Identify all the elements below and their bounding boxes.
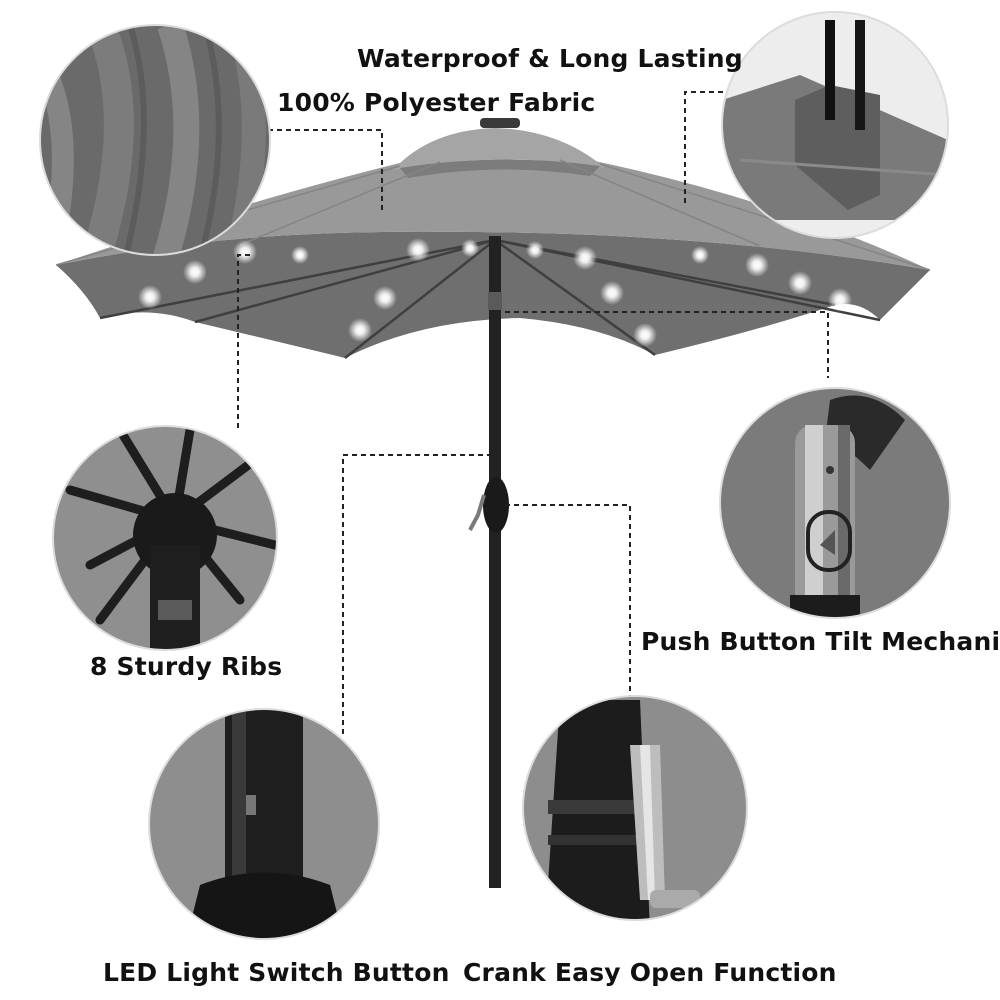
detail-led-switch: [149, 709, 379, 939]
detail-ribs: [53, 426, 277, 650]
callout-lines: [237, 91, 829, 738]
label-crank: Crank Easy Open Function: [463, 958, 837, 987]
vent-shadow: [400, 159, 600, 178]
led-lights: [138, 238, 852, 347]
canopy-top: [56, 160, 930, 270]
pole: [489, 236, 501, 888]
detail-fabric: [40, 25, 270, 255]
label-waterproof: Waterproof & Long Lasting: [357, 44, 743, 73]
crank-handle: [468, 494, 486, 531]
label-led-switch: LED Light Switch Button: [103, 958, 450, 987]
label-sturdy-ribs: 8 Sturdy Ribs: [90, 652, 283, 681]
vent-cap: [393, 128, 605, 170]
detail-crank: [523, 696, 747, 920]
label-tilt-mechanism: Push Button Tilt Mechani: [641, 627, 1000, 656]
crank-housing: [483, 477, 509, 533]
detail-tilt: [720, 388, 950, 618]
solar-panel: [480, 118, 520, 128]
umbrella: [55, 118, 931, 888]
label-polyester-fabric: 100% Polyester Fabric: [277, 88, 596, 117]
tilt-joint: [488, 292, 502, 310]
detail-waterproof: [722, 12, 948, 238]
